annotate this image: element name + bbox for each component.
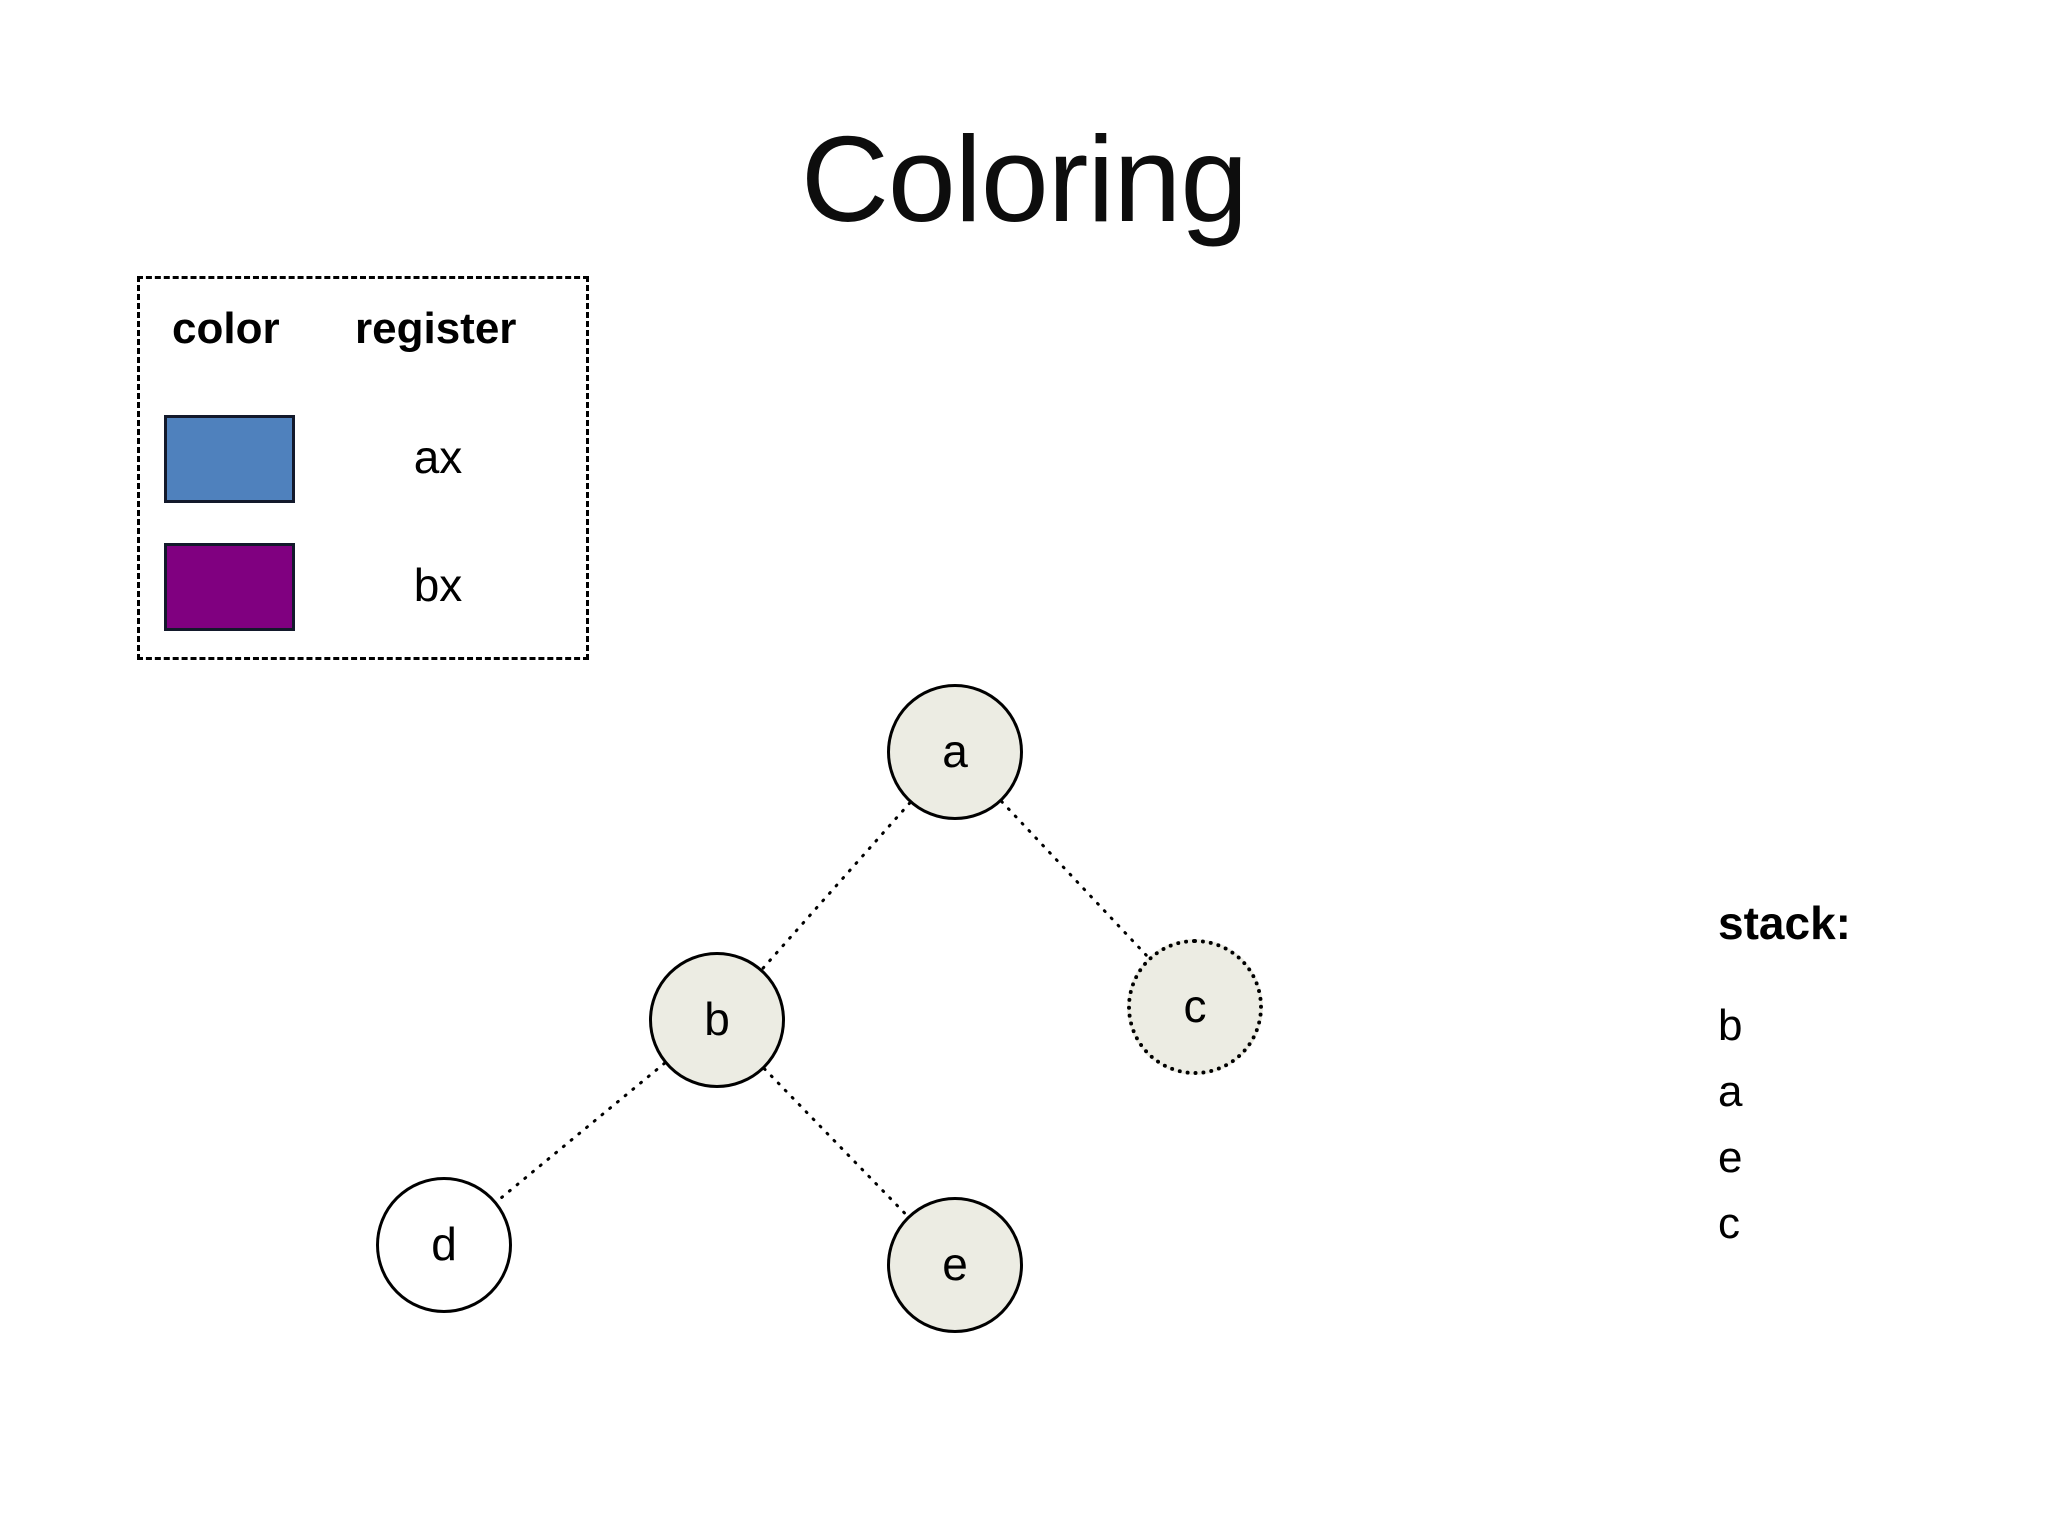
legend-register-label: ax <box>413 431 463 483</box>
stack-item: c <box>1718 1199 1740 1248</box>
stack-item: a <box>1718 1067 1743 1116</box>
stack-item: b <box>1718 1001 1743 1050</box>
graph-edge <box>1000 800 1150 959</box>
graph-node-label: c <box>1183 980 1207 1032</box>
graph-node-b[interactable]: b <box>649 952 785 1088</box>
graph-node-e[interactable]: e <box>887 1197 1023 1333</box>
color-register-legend: color register ax bx <box>137 276 589 660</box>
graph-edge <box>494 1061 667 1204</box>
graph-node-a[interactable]: a <box>887 684 1023 820</box>
stack-item: e <box>1718 1133 1743 1182</box>
legend-register-label: bx <box>413 559 463 611</box>
graph-edge <box>762 1067 910 1218</box>
legend-column-header-color: color <box>172 304 280 353</box>
color-swatch <box>164 415 295 503</box>
graph-node-label: e <box>942 1238 968 1290</box>
graph-node-label: a <box>942 725 968 777</box>
color-swatch <box>164 543 295 631</box>
legend-row: ax <box>140 409 586 519</box>
graph-node-d[interactable]: d <box>376 1177 512 1313</box>
graph-node-c[interactable]: c <box>1127 939 1263 1075</box>
page-title: Coloring <box>800 111 1248 247</box>
graph-node-label: b <box>704 993 730 1045</box>
stack-title: stack: <box>1718 897 1851 949</box>
graph-node-label: d <box>431 1218 457 1270</box>
legend-row: bx <box>140 537 586 647</box>
graph-edge <box>760 801 912 971</box>
legend-column-header-register: register <box>355 304 517 353</box>
